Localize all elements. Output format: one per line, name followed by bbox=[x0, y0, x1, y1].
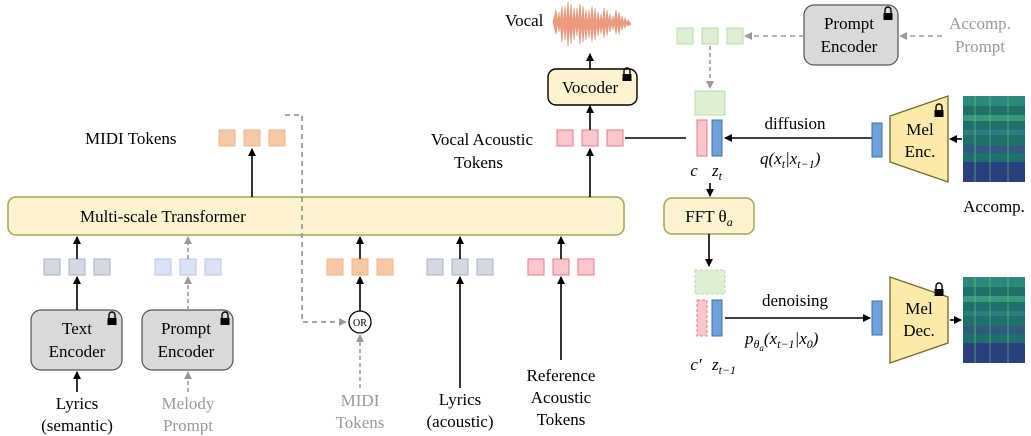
mel-enc-latent-bar bbox=[871, 122, 883, 158]
mel-enc-block bbox=[889, 95, 949, 183]
c-prime-bar bbox=[696, 299, 708, 337]
melody-prompt-tokens bbox=[154, 258, 222, 276]
vocoder-block bbox=[547, 68, 638, 106]
midi-input-tokens bbox=[326, 258, 394, 276]
lyrics-acoustic-label-1: Lyrics bbox=[439, 390, 482, 409]
accomp-prompt-tokens bbox=[676, 27, 744, 45]
midi-feedback-loop bbox=[285, 114, 347, 326]
midi-tokens-input-label-1: MIDI bbox=[341, 391, 380, 410]
transformer-label: Multi-scale Transformer bbox=[80, 207, 246, 226]
reference-acoustic-tokens bbox=[527, 258, 595, 276]
prompt-condition-block-dashed bbox=[694, 269, 726, 295]
vocal-acoustic-tokens-label-2: Tokens bbox=[454, 153, 503, 172]
text-encoder-label-1: Text bbox=[62, 319, 92, 338]
mel-dec-latent-bar bbox=[871, 300, 883, 336]
zt-1-bar bbox=[711, 299, 723, 337]
reference-acoustic-label-3: Tokens bbox=[537, 410, 586, 429]
melody-prompt-label-2: Prompt bbox=[163, 416, 213, 435]
transformer-block bbox=[7, 196, 625, 236]
accomp-label: Accomp. bbox=[963, 197, 1025, 216]
prompt-encoder-right-block bbox=[803, 4, 899, 66]
vocal-waveform bbox=[552, 1, 632, 47]
c-prime-label: c′ bbox=[690, 355, 702, 374]
q-formula: q(xt|xt−1) bbox=[760, 149, 821, 171]
lyrics-acoustic-label-2: (acoustic) bbox=[426, 412, 493, 431]
accomp-prompt-label-1: Accomp. bbox=[949, 14, 1011, 33]
lyrics-acoustic-tokens bbox=[426, 258, 494, 276]
fft-label: FFT θa bbox=[685, 207, 732, 229]
prompt-encoder-label-2: Encoder bbox=[158, 342, 215, 361]
zt-1-label: zt−1 bbox=[711, 355, 736, 377]
midi-tokens-output-label: MIDI Tokens bbox=[85, 129, 177, 148]
prompt-encoder-right-label-1: Prompt bbox=[824, 14, 874, 33]
mel-dec-label-1: Mel bbox=[905, 299, 933, 318]
vocal-label: Vocal bbox=[505, 11, 544, 30]
lyrics-semantic-label-1: Lyrics bbox=[56, 394, 99, 413]
reference-acoustic-label-1: Reference bbox=[527, 366, 596, 385]
p-formula: pθa(xt−1|x0) bbox=[744, 329, 819, 353]
or-label: OR bbox=[353, 318, 367, 329]
zt-label: zt bbox=[711, 161, 723, 183]
midi-tokens-input-label-2: Tokens bbox=[336, 413, 385, 432]
lyrics-semantic-label-2: (semantic) bbox=[41, 416, 113, 435]
prompt-condition-block bbox=[694, 90, 726, 116]
prompt-encoder-label-1: Prompt bbox=[161, 319, 211, 338]
mel-dec-label-2: Dec. bbox=[903, 321, 935, 340]
c-condition-bar bbox=[696, 119, 708, 157]
accomp-prompt-label-2: Prompt bbox=[955, 37, 1005, 56]
denoising-label: denoising bbox=[762, 291, 829, 310]
vocal-acoustic-tokens-label-1: Vocal Acoustic bbox=[431, 130, 534, 149]
lock-icon bbox=[220, 311, 230, 325]
lock-icon bbox=[934, 103, 944, 117]
mel-dec-block bbox=[889, 276, 949, 364]
diffusion-label: diffusion bbox=[764, 114, 826, 133]
reference-acoustic-label-2: Acoustic bbox=[531, 388, 592, 407]
midi-output-tokens bbox=[218, 129, 286, 147]
lock-icon bbox=[934, 282, 944, 296]
melody-prompt-label-1: Melody bbox=[162, 394, 215, 413]
mel-enc-label-2: Enc. bbox=[905, 142, 936, 161]
vocoder-label: Vocoder bbox=[562, 78, 619, 97]
prompt-encoder-right-label-2: Encoder bbox=[821, 37, 878, 56]
lock-icon bbox=[883, 6, 893, 20]
text-encoder-label-2: Encoder bbox=[49, 342, 106, 361]
vocal-acoustic-tokens bbox=[556, 129, 624, 147]
c-label: c bbox=[690, 161, 698, 180]
zt-bar bbox=[711, 119, 723, 157]
lock-icon bbox=[622, 67, 632, 81]
accomp-spectrogram-top bbox=[963, 96, 1025, 182]
lock-icon bbox=[107, 311, 117, 325]
lyrics-semantic-tokens bbox=[43, 258, 111, 276]
accomp-spectrogram-bottom bbox=[963, 277, 1025, 363]
mel-enc-label-1: Mel bbox=[906, 120, 934, 139]
